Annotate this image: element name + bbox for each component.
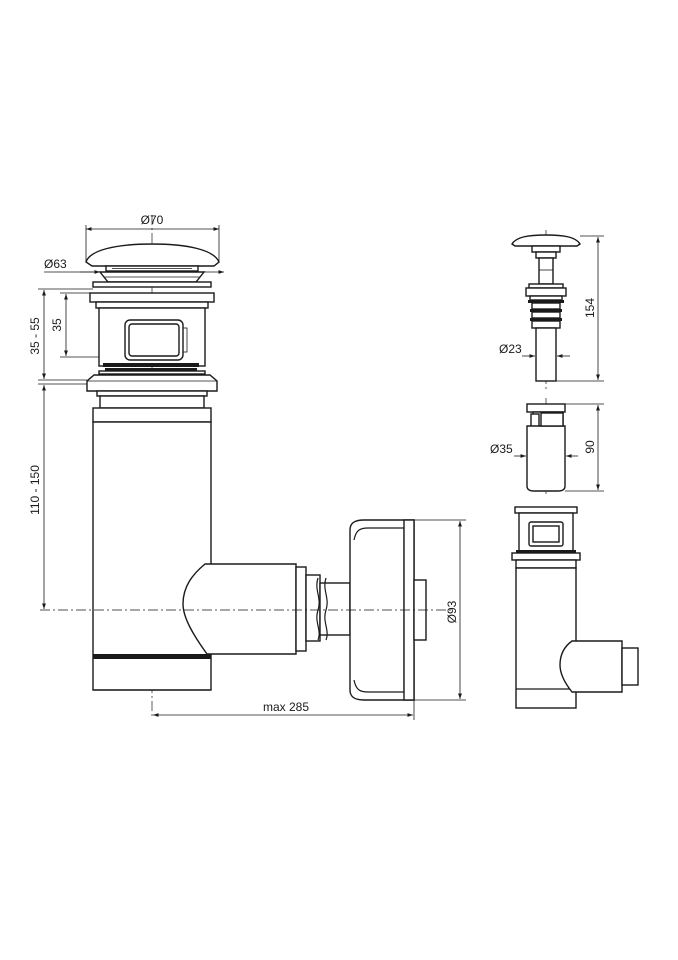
side-cup-view: 90 Ø35: [490, 398, 604, 494]
main-waste-body: [89, 292, 215, 375]
label-waste-diameter: Ø63: [44, 257, 67, 271]
label-cup-diameter: Ø35: [490, 442, 513, 456]
dim-waste-diameter: Ø63: [44, 257, 224, 274]
main-cap: [85, 243, 220, 288]
main-flange: [86, 374, 218, 423]
dim-waste-range: 35 - 55: [28, 288, 93, 381]
label-height-range: 110 - 150: [28, 465, 42, 515]
dim-wall-cap-diameter: Ø93: [414, 519, 466, 701]
label-plug-height: 154: [583, 298, 597, 318]
dim-height-range: 110 - 150: [28, 383, 87, 609]
label-wall-cap-diameter: Ø93: [445, 600, 459, 623]
side-plug-view: 154 Ø23: [499, 230, 604, 392]
label-waste-range: 35 - 55: [28, 317, 42, 355]
side-assembled-view: [511, 506, 639, 709]
label-cap-diameter: Ø70: [141, 213, 164, 227]
dim-cap-diameter: Ø70: [85, 213, 220, 262]
main-outlet-pipe: [182, 563, 351, 655]
label-cup-height: 90: [583, 440, 597, 454]
main-trap-pipe: [92, 421, 212, 691]
label-max-length: max 285: [263, 700, 309, 714]
label-waste-height: 35: [50, 318, 64, 332]
label-plug-stem-diameter: Ø23: [499, 342, 522, 356]
dim-waste-height: 35: [50, 292, 99, 358]
main-siphon-view: Ø70 Ø63 35 35 - 55 110 - 150: [28, 213, 466, 720]
dim-max-length: max 285: [153, 700, 415, 720]
